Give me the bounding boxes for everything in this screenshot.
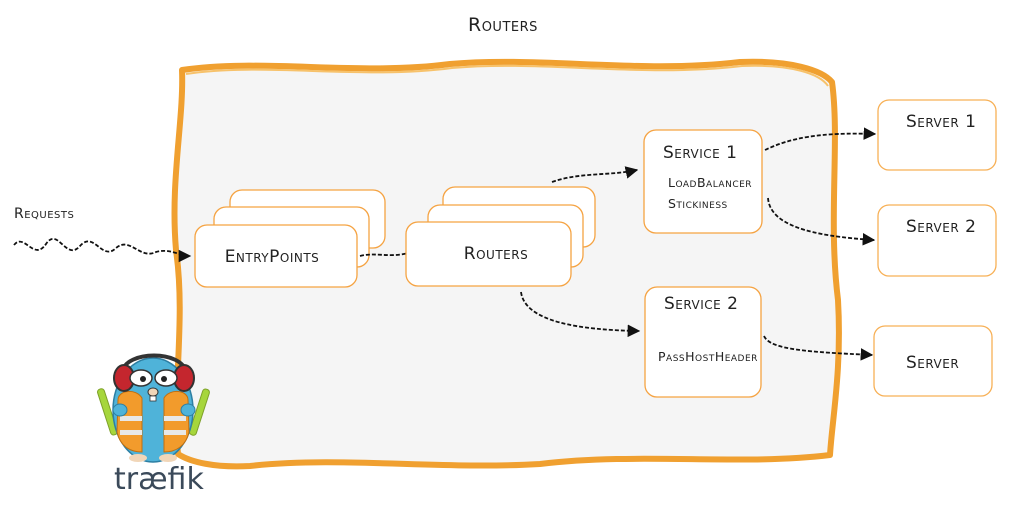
entrypoints-label: EntryPoints bbox=[225, 247, 320, 267]
traefik-mascot-logo bbox=[97, 353, 210, 463]
service1-title: Service 1 bbox=[663, 143, 737, 163]
server-1-label: Server 1 bbox=[906, 112, 976, 132]
service1-to-server1-arrow bbox=[764, 127, 877, 151]
service1-line-2: Stickiness bbox=[668, 196, 728, 211]
routers-label: Routers bbox=[464, 244, 528, 264]
service1-to-server2-arrow bbox=[767, 197, 876, 246]
service2-box: Service 2 PassHostHeader bbox=[644, 286, 762, 398]
routers-to-service1-arrow bbox=[551, 166, 639, 183]
routers-to-service2-arrow bbox=[520, 291, 641, 338]
service2-line-1: PassHostHeader bbox=[658, 349, 758, 364]
server-2-label: Server 2 bbox=[906, 217, 976, 237]
service2-title: Service 2 bbox=[664, 294, 738, 314]
requests-arrow bbox=[13, 237, 192, 263]
routers-box bbox=[405, 221, 572, 287]
entrypoints-to-routers-line bbox=[359, 252, 409, 257]
diagram-title: Routers bbox=[468, 14, 538, 36]
entrypoints-box bbox=[194, 224, 358, 288]
routers-stack: Routers bbox=[405, 186, 596, 287]
service2-to-server-arrow bbox=[763, 335, 874, 361]
server-1-box: Server 1 bbox=[877, 99, 997, 171]
server-label: Server bbox=[906, 353, 959, 373]
requests-label: Requests bbox=[14, 206, 75, 222]
traefik-brand-text: træfik bbox=[114, 462, 204, 497]
server-2-box: Server 2 bbox=[877, 204, 997, 277]
entrypoints-stack: EntryPoints bbox=[194, 189, 386, 288]
server-box: Server bbox=[873, 325, 993, 397]
service1-box: Service 1 LoadBalancer Stickiness bbox=[643, 129, 763, 234]
service1-line-1: LoadBalancer bbox=[668, 175, 752, 190]
